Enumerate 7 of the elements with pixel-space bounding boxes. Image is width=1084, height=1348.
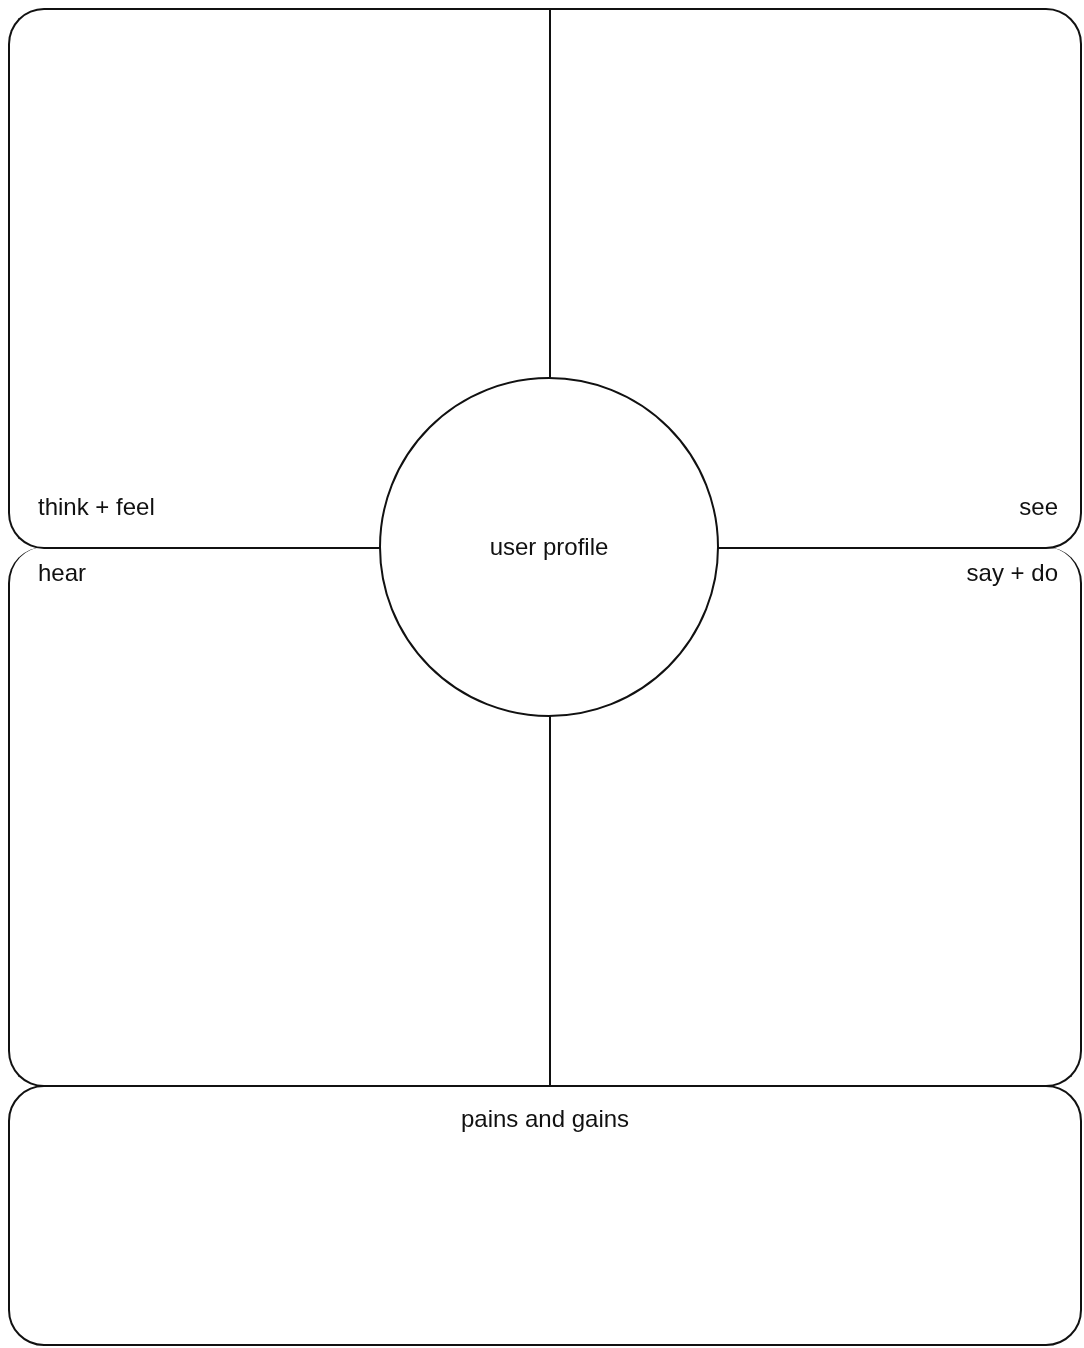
bottom-panel [8,1085,1082,1346]
section-heading: think + feel [38,493,155,521]
circle-label: user profile [489,533,609,561]
section-heading: hear [38,559,87,587]
section-heading: pains and gains [460,1105,630,1133]
section-heading: see [1019,493,1058,521]
section-heading: say + do [966,559,1058,587]
